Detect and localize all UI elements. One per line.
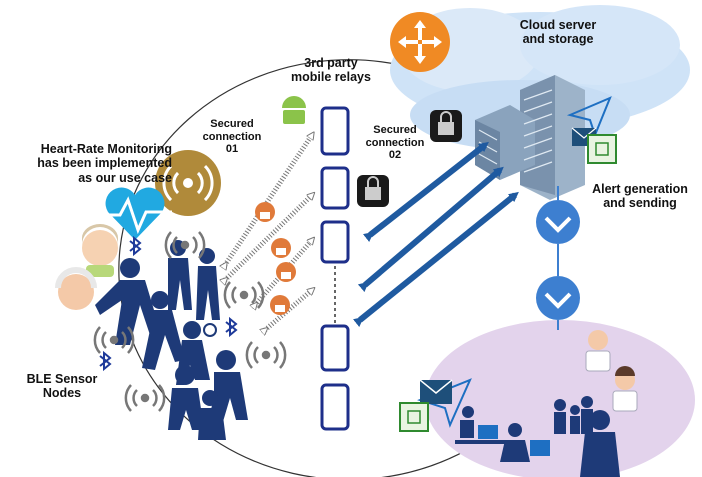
- doctor-icon: [585, 330, 611, 372]
- lock-icon: [255, 202, 275, 222]
- wireless-sensor-icons: [93, 231, 287, 412]
- watch-icon: [203, 323, 217, 337]
- secured-connection-02-arrows: [352, 141, 519, 328]
- bluetooth-icon: [129, 235, 142, 257]
- elderly-person-icon: [55, 267, 97, 310]
- lock-icon: [276, 262, 296, 282]
- lock-icon: [270, 295, 290, 315]
- clinician-desk-icon: [500, 423, 550, 462]
- secured-connection-02-label: Secured connection 02: [365, 124, 425, 162]
- doctor-icon: [580, 410, 620, 477]
- lock-icon: [357, 175, 389, 207]
- secured-connection-01-label: Secured connection 01: [202, 118, 262, 156]
- cloud-label: Cloud server and storage: [519, 18, 597, 47]
- people-silhouettes: [95, 240, 248, 440]
- heart-rate-label: Heart-Rate Monitoring has been implement…: [37, 142, 172, 185]
- mail-icon: [417, 378, 472, 428]
- mobile-relay-phones: [320, 106, 350, 431]
- secured-connection-01-arrows: [225, 135, 312, 330]
- android-icon: [282, 96, 306, 124]
- chevron-down-icon: [536, 200, 580, 244]
- doctor-icon: [612, 366, 638, 412]
- phone-icon: [320, 220, 350, 264]
- elderly-person-icon: [82, 224, 118, 277]
- ble-sensor-label: BLE Sensor Nodes: [26, 372, 98, 401]
- lock-icon: [271, 238, 291, 258]
- healthcare-area: [425, 320, 695, 477]
- family-icon: [554, 396, 593, 434]
- lock-icon: [430, 110, 462, 142]
- chip-icon: [399, 402, 429, 432]
- sensor-broadcast-icon: [155, 150, 221, 216]
- chevron-down-icon: [536, 276, 580, 320]
- relays-label: 3rd party mobile relays: [291, 56, 371, 85]
- heart-pulse-icon: [98, 187, 172, 240]
- phone-icon: [320, 383, 350, 431]
- bluetooth-icon: [99, 350, 112, 372]
- clinician-desk-icon: [455, 406, 505, 444]
- alert-label: Alert generation and sending: [592, 182, 688, 211]
- phone-icon: [320, 106, 350, 156]
- phone-icon: [320, 324, 350, 372]
- chip-icon: [587, 134, 617, 164]
- bluetooth-icon: [225, 316, 238, 338]
- router-icon: [390, 12, 450, 72]
- phone-icon: [320, 166, 350, 210]
- server-rack-icon: [475, 75, 585, 200]
